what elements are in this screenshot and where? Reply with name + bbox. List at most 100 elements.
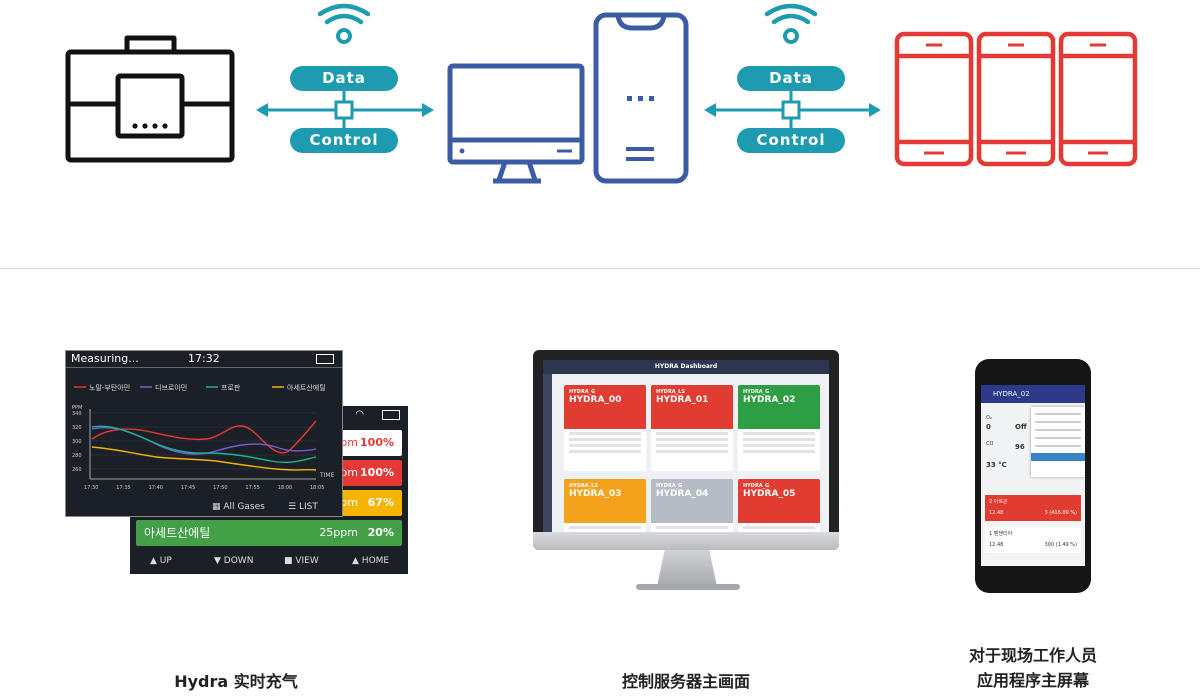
field-phone: HYDRA_02 O₂ 0 CO Off 33 °C 96 2 아르곤 12.4… [975, 359, 1091, 593]
x-tick: 17:35 [116, 485, 130, 491]
card-type: HYDRA_G [569, 389, 596, 395]
card-name: HYDRA_04 [656, 489, 709, 499]
caption-phone-line1: 对于现场工作人员 [968, 646, 1097, 665]
x-tick: 17:30 [84, 485, 98, 491]
alert-title: 2 아르곤 [989, 499, 1008, 505]
left-control-label: Control [290, 128, 398, 153]
home-button[interactable]: ▲ HOME [352, 556, 390, 566]
card-name: HYDRA_01 [656, 395, 709, 405]
phone-value-o2: 0 [986, 423, 991, 431]
phone-alert-card[interactable]: 2 아르곤 12.48 3 (416.00 %) [985, 495, 1081, 521]
top-diagram [65, 3, 1138, 184]
card-type: HYDRA_G [743, 389, 770, 395]
gas-percent: 20% [367, 526, 394, 539]
phone-menu [1031, 407, 1085, 477]
caption-server: 控制服务器主画面 [621, 672, 750, 691]
phone-temp: 33 °C [986, 461, 1007, 469]
hydra-device-icon [65, 35, 235, 163]
gas-percent: 67% [367, 496, 394, 509]
section-divider [0, 268, 1200, 269]
battery-icon [382, 410, 400, 420]
x-tick: 17:40 [149, 485, 163, 491]
right-control-label: Control [737, 128, 845, 153]
series-line [91, 420, 317, 454]
x-tick: 18:00 [278, 485, 292, 491]
y-unit: PPM [72, 405, 82, 411]
caption-phone-line2: 应用程序主屏幕 [976, 671, 1089, 690]
phone-item-card[interactable]: 1 벤젠티아 12.48 300 (1.49 %) [985, 527, 1081, 553]
gas-ppm: pm [340, 496, 358, 509]
gas-row: 아세트산에틸 25ppm 20% [136, 520, 402, 546]
monitor-stand [657, 550, 717, 584]
series-line [91, 446, 317, 471]
down-button[interactable]: ▼ DOWN [214, 556, 254, 566]
phone-label-co: CO [986, 441, 994, 447]
y-tick: 320 [72, 425, 82, 431]
card-name: HYDRA_03 [569, 489, 622, 499]
y-tick: 260 [72, 467, 82, 473]
left-connector [256, 90, 434, 130]
up-button[interactable]: ▲ UP [150, 556, 172, 566]
clock-text: 17:32 [188, 352, 220, 365]
monitor-base [636, 584, 740, 590]
gas-percent: 100% [360, 466, 394, 479]
field-phones-icon [894, 31, 1138, 167]
dashboard-sidebar [543, 374, 552, 532]
card-type: HYDRA_LS [569, 483, 598, 489]
right-data-label: Data [737, 66, 845, 91]
legend-label: 노말-부탄아민 [89, 383, 130, 392]
gas-ppm: pm [340, 466, 358, 479]
legend-label: 디브로아민 [155, 383, 187, 392]
gas-name: 아세트산에틸 [144, 526, 211, 540]
x-tick: 17:45 [181, 485, 195, 491]
card-type: HYDRA_G [743, 483, 770, 489]
list-button[interactable]: ☰ LIST [288, 502, 318, 512]
y-tick: 340 [72, 411, 82, 417]
legend-label: 프로판 [221, 383, 241, 392]
monitor-chin [533, 532, 839, 550]
caption-device: Hydra 实时充气 [174, 672, 298, 691]
server-monitor-icon [447, 63, 585, 184]
item-pct: 300 (1.49 %) [1044, 542, 1077, 548]
card-name: HYDRA_02 [743, 395, 796, 405]
server-tablet-icon [593, 12, 689, 184]
phone-value-co: Off [1015, 423, 1027, 431]
x-axis-label: TIME [319, 472, 335, 479]
gas-ppm: pm [340, 436, 358, 449]
phone-value-c: 96 [1015, 443, 1025, 451]
wifi-icon: ◠ [355, 409, 364, 420]
card-type: HYDRA_LS [656, 389, 685, 395]
dashboard-header: HYDRA Dashboard [543, 360, 829, 374]
right-connector [704, 90, 881, 130]
wifi-icon-left [317, 3, 371, 44]
y-tick: 300 [72, 439, 82, 445]
device-button-bar: ▲ UP ▼ DOWN ■ VIEW ▲ HOME [130, 550, 408, 574]
y-tick: 280 [72, 453, 82, 459]
alert-pct: 3 (416.00 %) [1044, 510, 1077, 516]
all-gases-button[interactable]: ▦ All Gases [212, 502, 265, 512]
x-tick: 18:05 [310, 485, 324, 491]
x-tick: 17:50 [213, 485, 227, 491]
card-type: HYDRA_G [656, 483, 683, 489]
x-tick: 17:55 [245, 485, 259, 491]
view-button[interactable]: ■ VIEW [284, 556, 319, 566]
wifi-icon-right [764, 3, 818, 44]
item-value: 12.48 [989, 542, 1004, 548]
phone-label-o2: O₂ [986, 415, 992, 421]
gas-ppm: 25ppm [319, 526, 358, 539]
card-name: HYDRA_05 [743, 489, 796, 499]
legend-label: 아세트산에틸 [287, 383, 326, 392]
card-name: HYDRA_00 [569, 395, 622, 405]
phone-screen: HYDRA_02 O₂ 0 CO Off 33 °C 96 2 아르곤 12.4… [981, 385, 1085, 566]
item-title: 1 벤젠티아 [989, 531, 1013, 537]
battery-icon [316, 354, 334, 364]
